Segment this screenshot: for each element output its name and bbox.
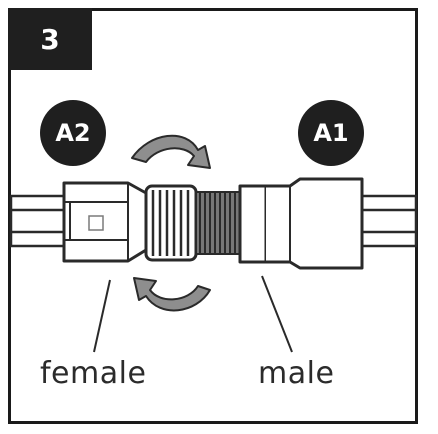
threaded-section [195, 191, 241, 255]
female-connector-body [62, 181, 148, 263]
left-cable [9, 194, 69, 248]
badge-a2: A2 [40, 100, 106, 166]
rotate-arrow-bottom-icon [133, 277, 211, 312]
male-leader-line [261, 275, 293, 353]
right-cable [356, 194, 418, 248]
badge-a1: A1 [298, 100, 364, 166]
female-leader-line [93, 279, 111, 353]
female-label: female [40, 356, 147, 391]
male-connector-body [238, 177, 364, 270]
rotate-arrow-top-icon [131, 134, 211, 169]
male-label: male [258, 356, 335, 391]
step-number: 3 [8, 8, 92, 70]
female-connector-latch [88, 215, 104, 231]
coupling-nut [144, 184, 198, 262]
